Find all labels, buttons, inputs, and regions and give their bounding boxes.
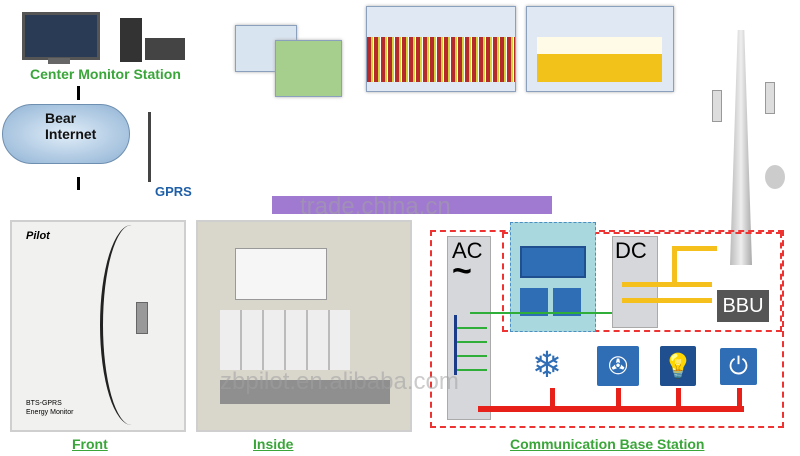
- communication-bus: [272, 196, 552, 214]
- gprs-antenna-icon: [148, 112, 151, 182]
- dc-feed-line: [622, 298, 712, 303]
- cabinet-subtitle: Energy Monitor: [26, 409, 74, 416]
- ac-symbol: ~: [452, 252, 472, 290]
- software-screenshot-map: [275, 40, 342, 97]
- signal-wire: [470, 312, 616, 314]
- power-arrow: [616, 388, 621, 408]
- power-arrow: [737, 388, 742, 408]
- bbu-label: BBU: [722, 294, 764, 317]
- monitor-screen-icon: [553, 288, 581, 316]
- bbu-box: BBU: [717, 290, 769, 322]
- center-monitor-station-label: Center Monitor Station: [30, 66, 181, 82]
- fan-icon: ✇: [597, 346, 639, 386]
- meter-modules: [220, 310, 350, 370]
- cabinet-brand: Pilot: [26, 230, 50, 242]
- link-line: [77, 86, 80, 100]
- monitor-stand: [48, 58, 70, 64]
- base-station-label: Communication Base Station: [510, 436, 705, 452]
- power-arrow: [550, 388, 555, 408]
- base-station-boundary: [430, 230, 784, 428]
- cabinet-model: BTS-GPRS: [26, 400, 62, 407]
- dc-zone-boundary: [502, 232, 782, 332]
- ac-sensors: [454, 315, 487, 375]
- server-rack: [145, 38, 185, 60]
- dc-label: DC: [615, 238, 647, 263]
- energy-bar-chart-window: [366, 6, 516, 92]
- snowflake-icon: ❄: [531, 344, 563, 385]
- monitor-screen-icon: [520, 246, 586, 278]
- cabinet-latch: [136, 302, 148, 334]
- gprs-label: GPRS: [155, 184, 192, 199]
- inside-label: Inside: [253, 436, 294, 452]
- monitor-computer: [22, 12, 100, 60]
- tower-antenna: [765, 82, 775, 114]
- power-socket-icon: ⏻: [720, 348, 757, 385]
- terminal-block: [220, 380, 390, 404]
- internet-cloud: [2, 104, 130, 164]
- monitor-unit-display: [235, 248, 327, 300]
- power-arrow: [676, 388, 681, 408]
- internet-label: Bear Internet: [45, 110, 97, 142]
- ac-label: AC: [452, 238, 483, 263]
- tower-antenna: [712, 90, 722, 122]
- cabinet-door-curve: [100, 225, 163, 425]
- watermark: trade.china.cn: [300, 193, 451, 220]
- watermark: zbpilot.en.alibaba.com: [220, 368, 459, 395]
- server-tower: [120, 18, 142, 62]
- power-area-chart-window: [526, 6, 674, 92]
- dc-feed-arrow: [672, 246, 717, 251]
- front-label: Front: [72, 436, 108, 452]
- dc-feed-line: [622, 282, 712, 287]
- monitor-screen-icon: [520, 288, 548, 316]
- light-bulb-icon: 💡: [660, 346, 696, 386]
- tower-dish: [765, 165, 785, 189]
- ac-power-bus: [478, 406, 744, 412]
- dc-feed-arrow: [672, 246, 677, 286]
- link-line: [77, 177, 80, 190]
